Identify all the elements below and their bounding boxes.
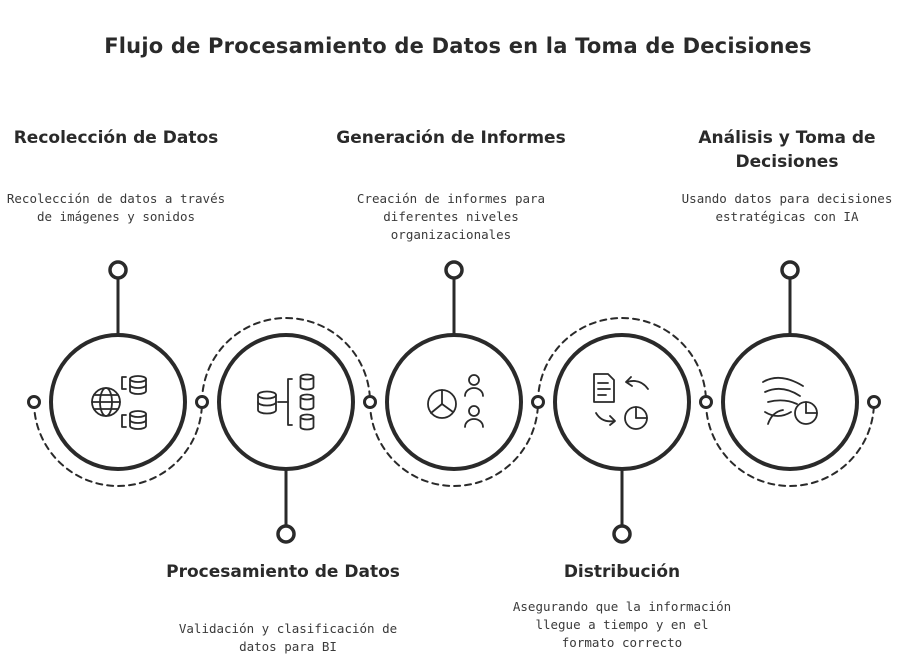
dashed-arc-4: [537, 317, 707, 403]
junction-ring-1: [195, 395, 209, 409]
step-description-procesamiento: Validación y clasificación de datos para…: [178, 621, 398, 654]
step-heading-recoleccion: Recolección de Datos: [13, 128, 219, 148]
step-heading-analisis: Análisis y Toma de Decisiones: [698, 128, 876, 172]
step-circle-4: [553, 333, 691, 471]
step-heading-procesamiento: Procesamiento de Datos: [166, 562, 400, 582]
streams-chart-icon: [762, 376, 818, 425]
junction-ring-4: [699, 395, 713, 409]
dashed-arc-2: [201, 317, 371, 403]
pin-4: [612, 524, 632, 544]
junction-ring-5: [867, 395, 881, 409]
dashed-arc-1: [33, 401, 203, 487]
diagram-title: Flujo de Procesamiento de Datos en la To…: [104, 34, 812, 58]
pin-3: [444, 260, 464, 280]
step-heading-distribucion: Distribución: [563, 562, 681, 582]
junction-ring-0: [27, 395, 41, 409]
pin-1: [108, 260, 128, 280]
step-description-generacion: Creación de informes para diferentes niv…: [356, 191, 546, 242]
step-heading-generacion: Generación de Informes: [336, 128, 566, 148]
step-description-recoleccion: Recolección de datos a través de imágene…: [6, 191, 226, 224]
document-arrows-chart-icon: [593, 373, 649, 430]
pin-2: [276, 524, 296, 544]
pie-chart-users-icon: [427, 374, 484, 428]
step-circle-3: [385, 333, 523, 471]
database-tree-icon: [257, 373, 315, 431]
junction-ring-3: [531, 395, 545, 409]
dashed-arc-5: [705, 401, 875, 487]
step-description-analisis: Usando datos para decisiones estratégica…: [681, 191, 893, 224]
pin-5: [780, 260, 800, 280]
globe-database-icon: [91, 375, 147, 430]
junction-ring-2: [363, 395, 377, 409]
step-description-distribucion: Asegurando que la información llegue a t…: [512, 599, 732, 650]
dashed-arc-3: [369, 401, 539, 487]
